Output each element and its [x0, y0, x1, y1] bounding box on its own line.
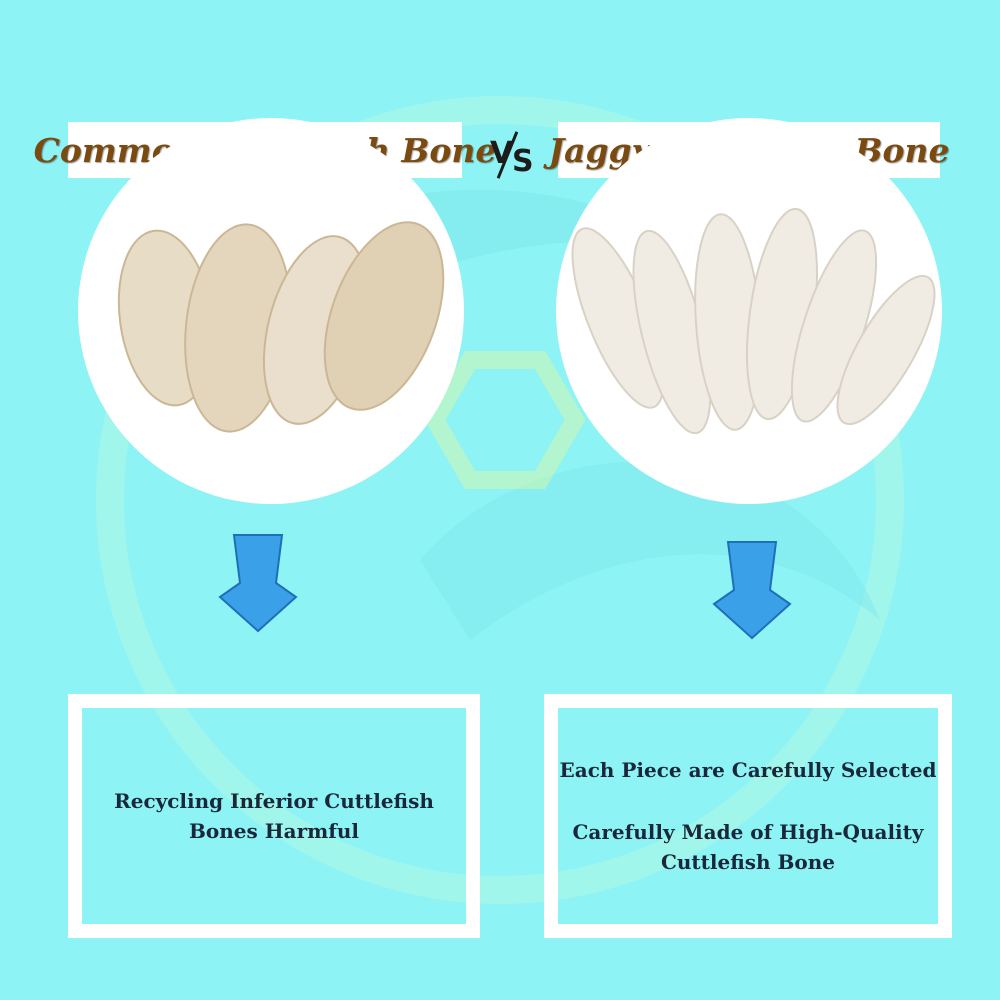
down-arrow-icon — [218, 534, 298, 633]
jaggy-cuttlefish-photo — [556, 118, 942, 504]
feature-selected: Each Piece are Carefully Selected — [559, 758, 937, 782]
description-line: Recycling Inferior Cuttlefish — [114, 789, 434, 813]
jaggy-cuttlefish-description: Each Piece are Carefully Selected Carefu… — [544, 694, 952, 938]
feature-quality-line: Cuttlefish Bone — [660, 850, 836, 874]
versus-label: V S — [488, 128, 544, 180]
feature-quality-line: Carefully Made of High-Quality — [572, 820, 924, 844]
down-arrow-icon — [712, 541, 792, 640]
common-cuttlefish-description: Recycling Inferior Cuttlefish Bones Harm… — [68, 694, 480, 938]
common-cuttlefish-photo — [78, 118, 464, 504]
description-line: Bones Harmful — [188, 819, 360, 843]
